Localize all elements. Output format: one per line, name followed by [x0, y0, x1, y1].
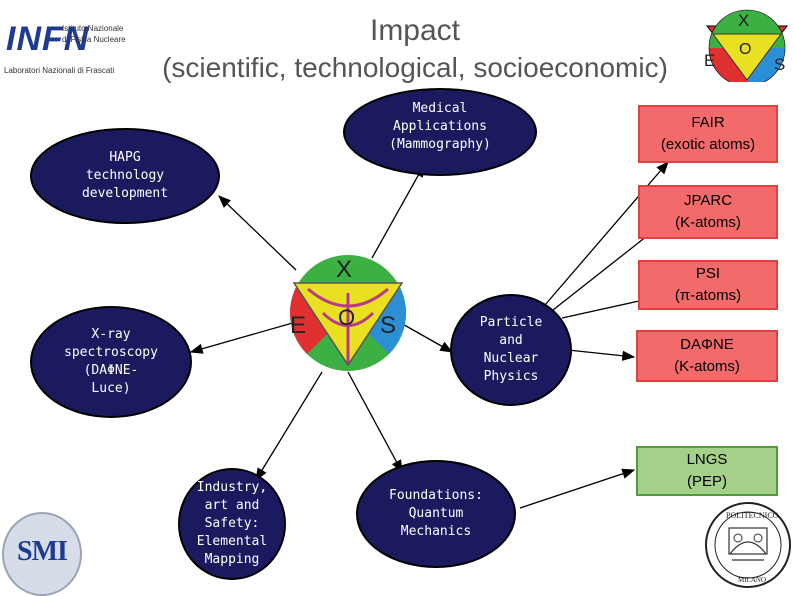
xeos-central-logo: X E O S: [290, 255, 406, 371]
box-fair: FAIR (exotic atoms): [638, 105, 778, 163]
box-dafne: DAΦNE (K-atoms): [636, 330, 778, 382]
node-hapg-line1: HAPG: [109, 150, 141, 165]
node-xray-line1: X-ray: [91, 327, 131, 342]
infn-logo: INFN Istituto Nazionale di Fisica Nuclea…: [4, 14, 134, 82]
polimi-top-text: POLITECNICO: [726, 511, 779, 520]
box-fair-title: FAIR: [691, 114, 725, 131]
node-medical-line3: (Mammography): [389, 137, 491, 152]
node-particle: Particle and Nuclear Physics: [450, 294, 572, 406]
node-foundations-line1: Foundations:: [389, 488, 483, 503]
page-subtitle: (scientific, technological, socioeconomi…: [162, 52, 668, 83]
arrow-to-particle: [398, 321, 454, 353]
box-lngs-title: LNGS: [686, 451, 728, 468]
xeos-central-o: O: [338, 305, 355, 330]
arrow-to-foundations: [347, 371, 403, 474]
node-industry: Industry, art and Safety: Elemental Mapp…: [178, 468, 286, 580]
arrow-to-xray: [189, 321, 297, 354]
node-particle-line4: Physics: [483, 369, 539, 384]
node-foundations: Foundations: Quantum Mechanics: [356, 460, 516, 568]
node-hapg: HAPG technology development: [30, 128, 220, 224]
xeos-small-e: E: [704, 51, 715, 70]
page-title: Impact: [369, 14, 461, 47]
polimi-seal: POLITECNICO MILANO: [705, 502, 791, 588]
node-foundations-line3: Mechanics: [400, 524, 472, 539]
box-lngs-sub: (PEP): [686, 473, 727, 490]
box-lngs: LNGS (PEP): [636, 446, 778, 496]
xeos-central-s: S: [380, 312, 396, 339]
infn-logo-sub2: di Fisica Nucleare: [62, 35, 126, 44]
smi-logo: SMI: [2, 512, 82, 596]
arrow-to-jparc: [552, 224, 663, 311]
node-hapg-line2: technology: [85, 168, 165, 183]
box-dafne-title: DAΦNE: [680, 336, 734, 353]
infn-logo-word: INFN: [6, 20, 90, 58]
infn-logo-sub1: Istituto Nazionale: [62, 24, 124, 33]
arrow-to-lngs: [519, 468, 636, 509]
xeos-logo-small: X E O S: [704, 9, 789, 82]
node-xray: X-ray spectroscopy (DAΦNE- Luce): [30, 306, 192, 418]
box-psi-title: PSI: [695, 265, 721, 282]
box-jparc-title: JPARC: [683, 192, 733, 209]
xeos-small-s: S: [774, 55, 785, 74]
box-dafne-sub: (K-atoms): [674, 358, 740, 375]
arrow-to-dafne: [567, 349, 636, 361]
node-xray-line2: spectroscopy: [64, 345, 158, 360]
node-industry-line2: art and: [204, 498, 260, 513]
box-jparc-sub: (K-atoms): [675, 214, 741, 231]
node-xray-line3: (DAΦNE-: [83, 363, 139, 378]
infn-logo-sub3: Laboratori Nazionali di Frascati: [4, 66, 115, 75]
box-fair-sub: (exotic atoms): [660, 136, 756, 153]
node-xray-line4: Luce): [91, 381, 131, 396]
arrow-to-hapg: [218, 195, 297, 271]
xeos-small-x: X: [738, 11, 749, 30]
xeos-small-o: O: [739, 41, 751, 58]
polimi-bottom-text: MILANO: [738, 576, 766, 584]
arrow-to-industry: [255, 371, 323, 482]
node-particle-line1: Particle: [479, 315, 543, 330]
node-medical-line1: Medical: [412, 101, 468, 116]
node-hapg-line3: development: [81, 186, 169, 201]
node-industry-line5: Mapping: [204, 552, 260, 567]
node-particle-line3: Nuclear: [483, 351, 539, 366]
node-industry-line1: Industry,: [196, 480, 268, 495]
node-medical-line2: Applications: [393, 119, 487, 134]
node-medical: Medical Applications (Mammography): [343, 88, 537, 176]
box-jparc: JPARC (K-atoms): [638, 185, 778, 239]
node-industry-line3: Safety:: [204, 516, 260, 531]
node-foundations-line2: Quantum: [408, 506, 464, 521]
smi-logo-word: SMI: [17, 536, 68, 567]
xeos-central-x: X: [336, 256, 352, 283]
arrow-to-medical: [371, 163, 425, 259]
node-particle-line2: and: [499, 333, 523, 348]
box-psi-sub: (π-atoms): [674, 287, 742, 304]
xeos-central-e: E: [290, 312, 306, 339]
box-psi: PSI (π-atoms): [638, 260, 778, 310]
node-industry-line4: Elemental: [196, 534, 268, 549]
